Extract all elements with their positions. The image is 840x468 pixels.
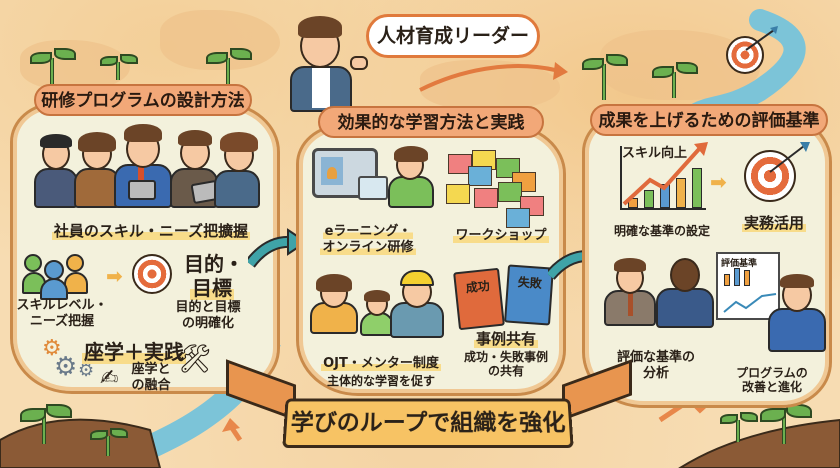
arrow-right-icon: ➡ bbox=[106, 264, 123, 288]
loop-banner: 学びのループで組織を強化 bbox=[282, 398, 574, 449]
skill-level-caption: スキルレベル・ ニーズ把握 bbox=[16, 298, 108, 329]
criteria-analysis-caption: 評価な基準の 分析 bbox=[616, 350, 695, 381]
elearning-monitor-icon bbox=[312, 148, 378, 198]
clear-criteria-caption: 明確な基準の設定 bbox=[613, 224, 710, 238]
arrow-dart-icon bbox=[769, 142, 810, 173]
goals-caption: 目的と目標 の明確化 bbox=[175, 300, 241, 331]
case-sharing-heading: 事例共有 bbox=[473, 330, 538, 348]
skill-needs-heading: 社員のスキル・ニーズ把擴握 bbox=[51, 222, 251, 240]
target-icon bbox=[132, 254, 172, 294]
panel-title: 成果を上げるための評価基準 bbox=[590, 104, 828, 136]
skill-up-label: スキル向上 bbox=[622, 146, 688, 161]
speech-bubble: 人材育成リーダー bbox=[366, 14, 540, 58]
arrow-dart-icon bbox=[745, 26, 778, 51]
gear-icon: ⚙ bbox=[78, 360, 95, 381]
evaluation-board: 評価基準 bbox=[716, 252, 780, 320]
practical-use-heading: 実務活用 bbox=[741, 214, 806, 232]
tools-icon: 🛠 bbox=[176, 342, 212, 375]
ojt-heading: OJT・メンター制度 bbox=[321, 356, 441, 371]
tablet-icon bbox=[358, 176, 388, 200]
gear-icon: ⚙ bbox=[54, 352, 78, 382]
presenter-illustration bbox=[768, 272, 826, 352]
trend-arrow-icon bbox=[622, 142, 708, 206]
case-sharing-caption: 成功・失敗事例 の共有 bbox=[463, 350, 548, 379]
theory-practice-heading: 座学＋実践 bbox=[82, 340, 186, 364]
arrow-right-icon: ➡ bbox=[710, 170, 727, 194]
elearning-heading: eラーニング・ オンライン研修 bbox=[320, 224, 416, 255]
learner-illustration bbox=[386, 146, 436, 208]
people-group-icon bbox=[22, 252, 98, 300]
theory-practice-caption: 座学と の融合 bbox=[131, 362, 171, 393]
leader-illustration bbox=[286, 8, 368, 112]
goals-heading: 目的・ 目標 bbox=[184, 252, 244, 300]
panel-title: 研修プログラムの設計方法 bbox=[34, 84, 252, 116]
panel-title: 効果的な学習方法と実践 bbox=[318, 106, 544, 138]
success-book-icon: 成功 bbox=[453, 267, 505, 331]
program-improvement-caption: プログラムの 改善と進化 bbox=[736, 366, 808, 395]
hand-pen-icon: ✍ bbox=[100, 366, 119, 391]
gear-icon: ⚙ bbox=[42, 336, 62, 361]
workshop-heading: ワークショップ bbox=[453, 228, 549, 243]
failure-book-icon: 失敗 bbox=[504, 264, 554, 326]
ojt-caption: 主体的な学習を促す bbox=[326, 374, 435, 388]
